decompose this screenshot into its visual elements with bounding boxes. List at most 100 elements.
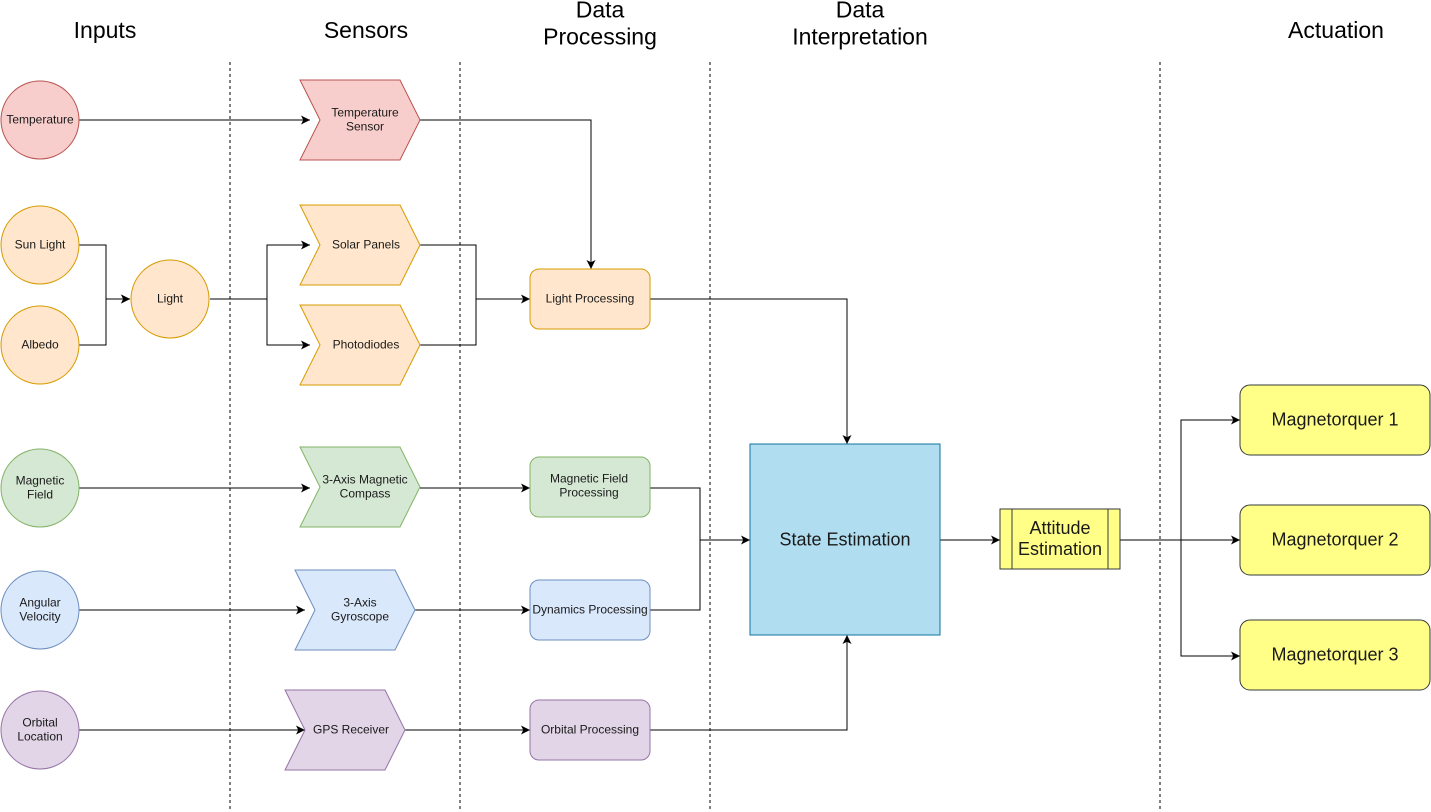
label-line: Temperature [331,106,399,120]
node-sun-light[interactable]: Sun Light [0,205,80,285]
node-shape [529,579,651,641]
header-inputs: Inputs [74,17,137,43]
node-shape [1239,619,1431,691]
actuation-nodes: Magnetorquer 1 Magnetorquer 2 Magnetorqu… [1239,384,1431,691]
node-magnetorquer-1[interactable]: Magnetorquer 1 [1239,384,1431,456]
node-label: Photodiodes [333,338,400,352]
label-line: Sun Light [15,238,66,252]
node-shape [0,448,80,528]
label-line: Magnetorquer 1 [1271,409,1398,429]
label-line: Light Processing [546,292,635,306]
label-line: Sensor [346,120,384,134]
label-line: Magnetorquer 2 [1271,529,1398,549]
edge-attitude-to-magnetorquer-3 [1180,540,1240,661]
node-label: Magnetorquer 1 [1271,409,1398,429]
label-line: State Estimation [779,529,910,549]
label-line: Photodiodes [333,338,400,352]
node-solar-panels[interactable]: Solar Panels [299,204,421,286]
edges [79,115,1240,735]
node-shape [749,443,941,636]
node-shape [299,79,421,161]
node-temperature[interactable]: Temperature [0,80,80,160]
node-shape [1239,384,1431,456]
label-line: Dynamics Processing [532,603,647,617]
label-line: Estimation [1018,539,1102,559]
edge-orbital-processing-to-state-estimation [650,635,852,731]
node-shape [0,80,80,160]
label-line: Magnetic [16,474,65,488]
node-magnetorquer-2[interactable]: Magnetorquer 2 [1239,504,1431,576]
label-line: Gyroscope [331,610,389,624]
node-dynamics-processing[interactable]: Dynamics Processing [529,579,651,641]
label-line: GPS Receiver [313,723,389,737]
node-light[interactable]: Light [130,259,210,339]
node-gps-receiver[interactable]: GPS Receiver [284,689,406,771]
node-photodiodes[interactable]: Photodiodes [299,304,421,386]
node-shape [1239,504,1431,576]
node-shape [130,259,210,339]
label-line: Velocity [19,610,60,624]
label-line: Field [27,488,53,502]
label-line: Data [836,0,885,22]
label-line: 3-Axis Magnetic [322,473,407,487]
node-shape [299,204,421,286]
node-albedo[interactable]: Albedo [0,305,80,385]
node-label: Sun Light [15,238,66,252]
node-shape [284,689,406,771]
label-line: Albedo [21,338,59,352]
node-shape [0,205,80,285]
node-shape [529,456,651,518]
node-label: Temperature [6,113,74,127]
header-sensors: Sensors [324,17,408,43]
edge-light-to-photodiodes [266,299,310,350]
node-state-estimation[interactable]: State Estimation [749,443,941,636]
node-label: Orbital Processing [541,723,639,737]
node-magnetorquer-3[interactable]: Magnetorquer 3 [1239,619,1431,691]
label-line: Compass [340,487,391,501]
node-label: GPS Receiver [313,723,389,737]
edge-sun-light-to-light [79,244,130,304]
node-light-processing[interactable]: Light Processing [529,268,651,330]
label-line: Processing [559,486,618,500]
header-actuation: Actuation [1288,17,1384,43]
label-line: Magnetic Field [550,472,628,486]
node-shape [294,569,416,651]
node-shape [529,268,651,330]
label-line: Angular [19,596,60,610]
edge-light-to-solar-panels [210,240,310,300]
label-line: Orbital Processing [541,723,639,737]
node-shape [299,304,421,386]
label-line: Processing [543,23,657,49]
node-label: State Estimation [779,529,910,549]
node-shape [0,305,80,385]
label-line: Interpretation [792,23,928,49]
label-line: Attitude [1029,518,1090,538]
node-label: Light Processing [546,292,635,306]
edge-photodiodes-to-light-processing [420,299,477,346]
label-line: Orbital [22,716,57,730]
edge-attitude-to-magnetorquer-1 [1180,415,1240,540]
edge-magnetic-processing-to-state-estimation [650,487,750,545]
node-orbital-processing[interactable]: Orbital Processing [529,699,651,761]
label-line: 3-Axis [343,596,376,610]
node-label: Light [157,292,184,306]
